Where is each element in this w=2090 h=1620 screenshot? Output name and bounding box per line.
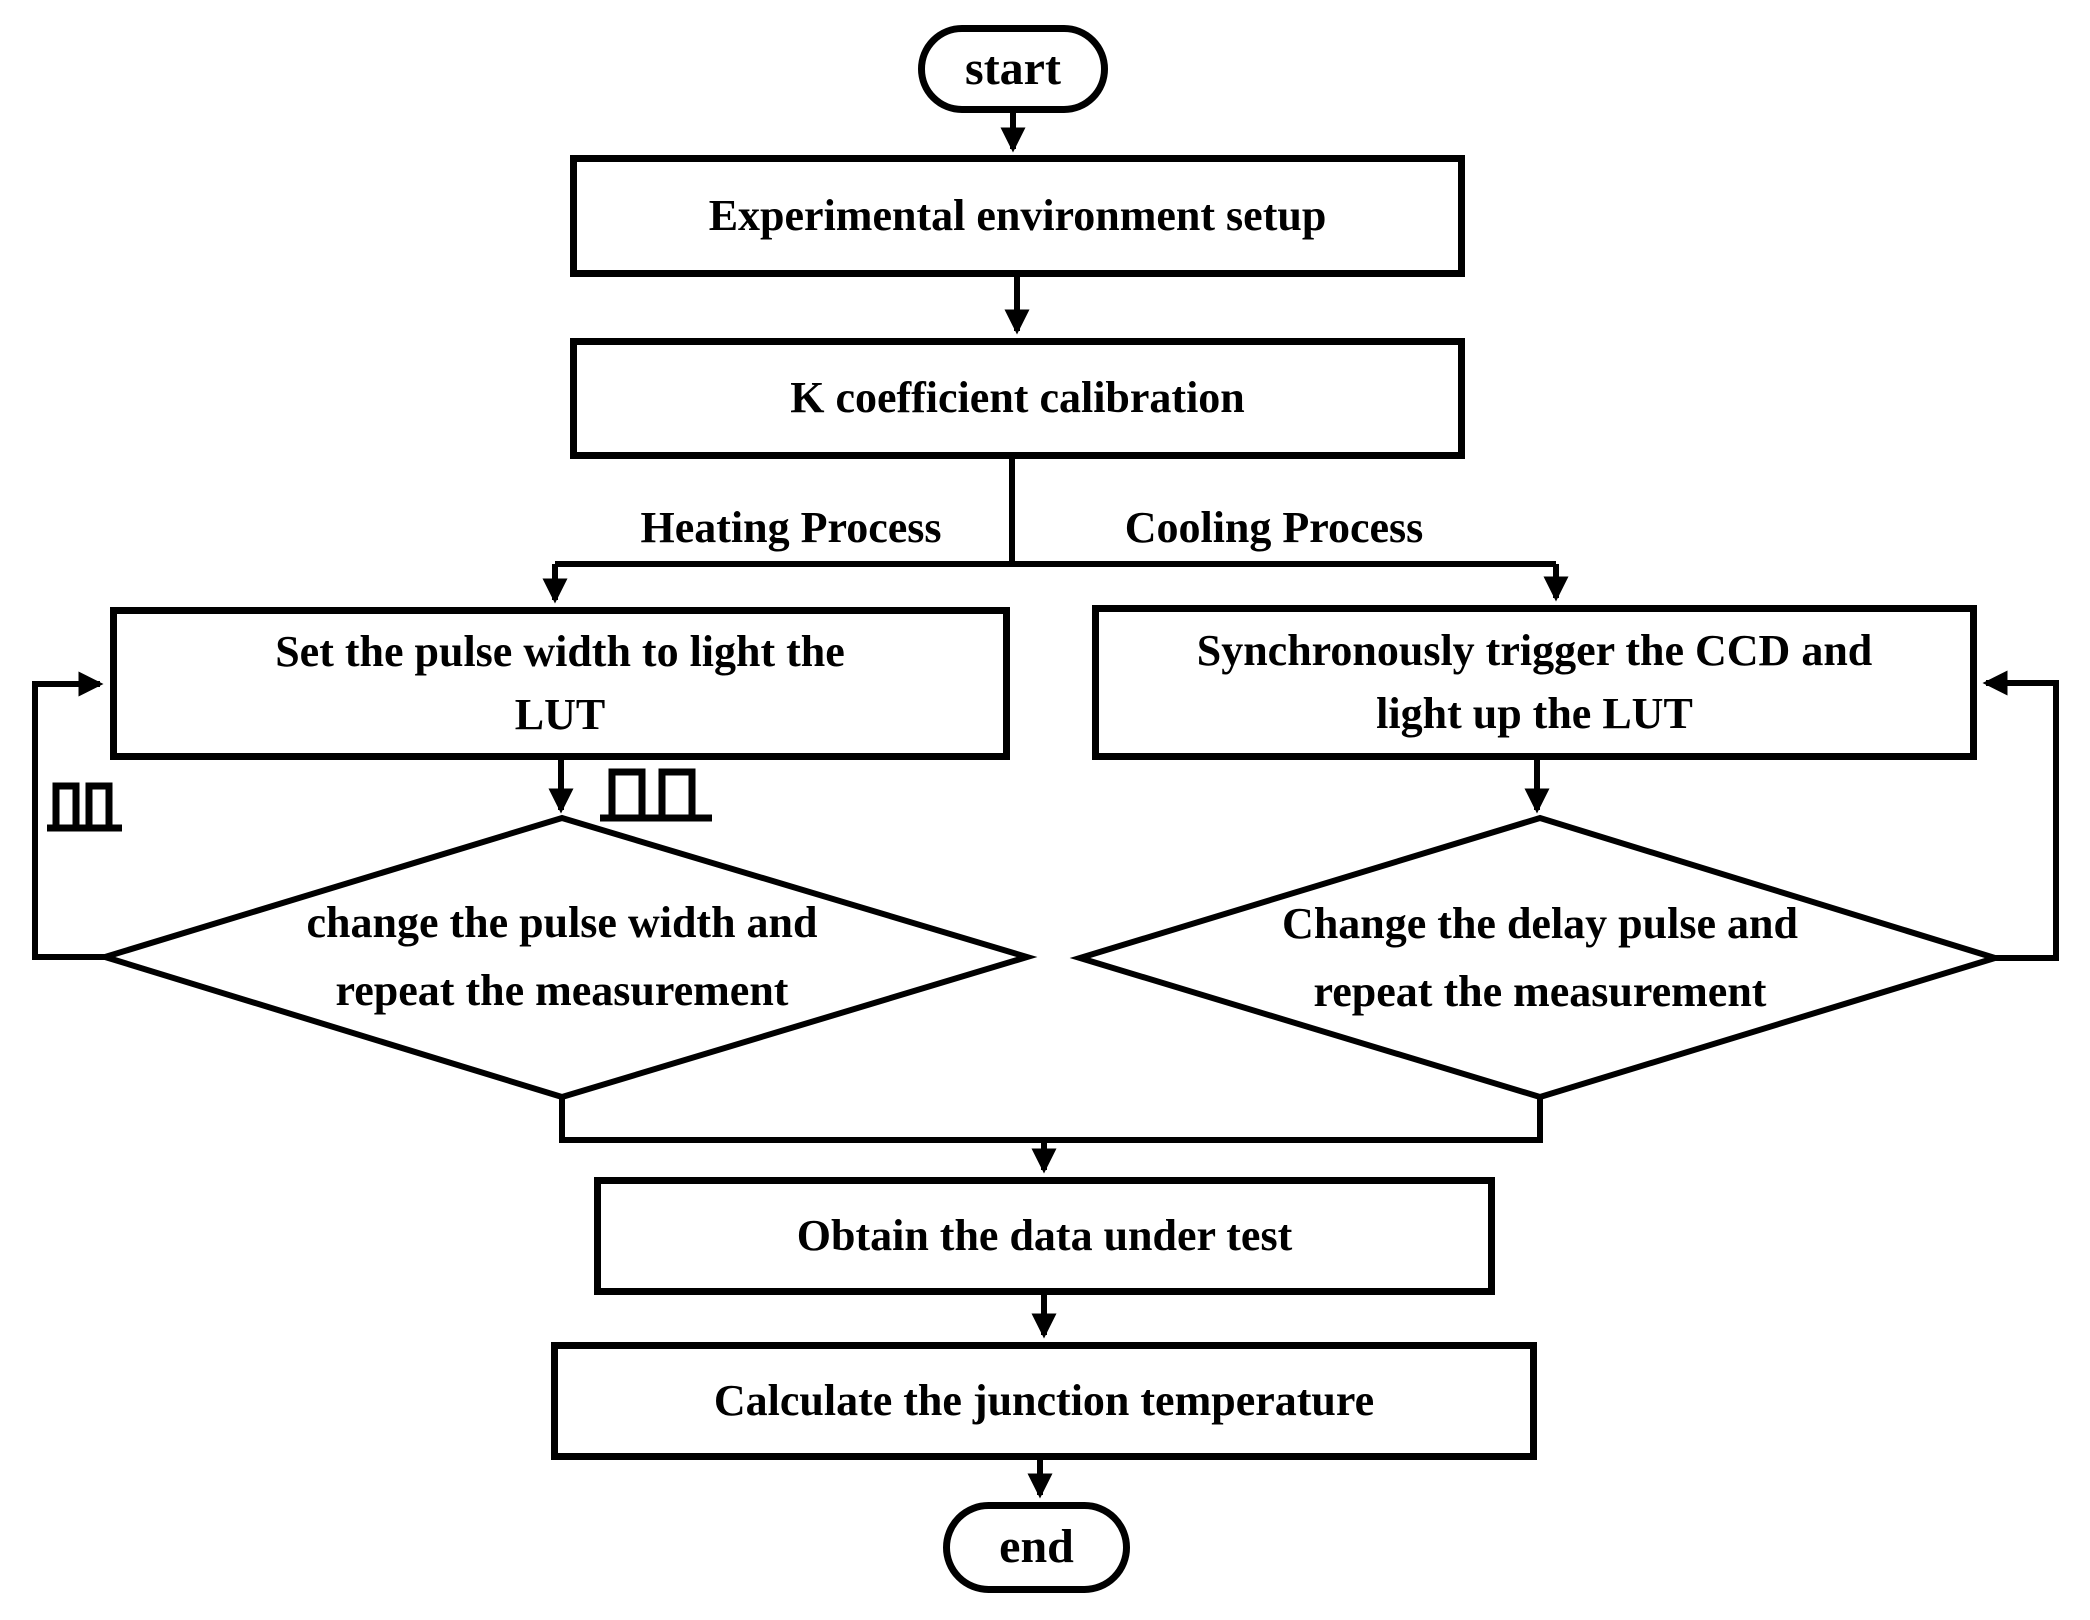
process-obtain-data: Obtain the data under test xyxy=(594,1177,1495,1295)
end-terminator: end xyxy=(943,1502,1130,1593)
merge-rail xyxy=(559,1097,1543,1143)
process-label: Obtain the data under test xyxy=(796,1210,1293,1260)
decision-text-change-delay-pulse: Change the delay pulse and repeat the me… xyxy=(1282,898,1798,1016)
end-label: end xyxy=(999,1520,1074,1574)
process-label: Calculate the junction temperature xyxy=(713,1375,1375,1425)
branch-label-cooling: Cooling Process xyxy=(1124,502,1424,552)
process-sync-trigger-ccd: Synchronously trigger the CCD and light … xyxy=(1092,605,1977,760)
start-label: start xyxy=(965,41,1061,95)
process-label: K coefficient calibration xyxy=(790,373,1245,423)
pulse-waveform-icon xyxy=(47,782,122,832)
process-calculate-junction-temperature: Calculate the junction temperature xyxy=(551,1342,1537,1460)
process-label: Experimental environment setup xyxy=(708,190,1327,240)
process-set-pulse-width: Set the pulse width to light the LUT xyxy=(110,607,1010,760)
start-terminator: start xyxy=(918,25,1108,113)
process-experimental-setup: Experimental environment setup xyxy=(570,155,1465,277)
branch-label-heating: Heating Process xyxy=(640,502,942,552)
feedback-loop-heating xyxy=(32,671,105,960)
process-k-calibration: K coefficient calibration xyxy=(570,338,1465,459)
feedback-loop-cooling xyxy=(1982,670,2059,961)
pulse-waveform-icon xyxy=(600,768,712,822)
decision-text-change-pulse-width: change the pulse width and repeat the me… xyxy=(306,897,818,1015)
